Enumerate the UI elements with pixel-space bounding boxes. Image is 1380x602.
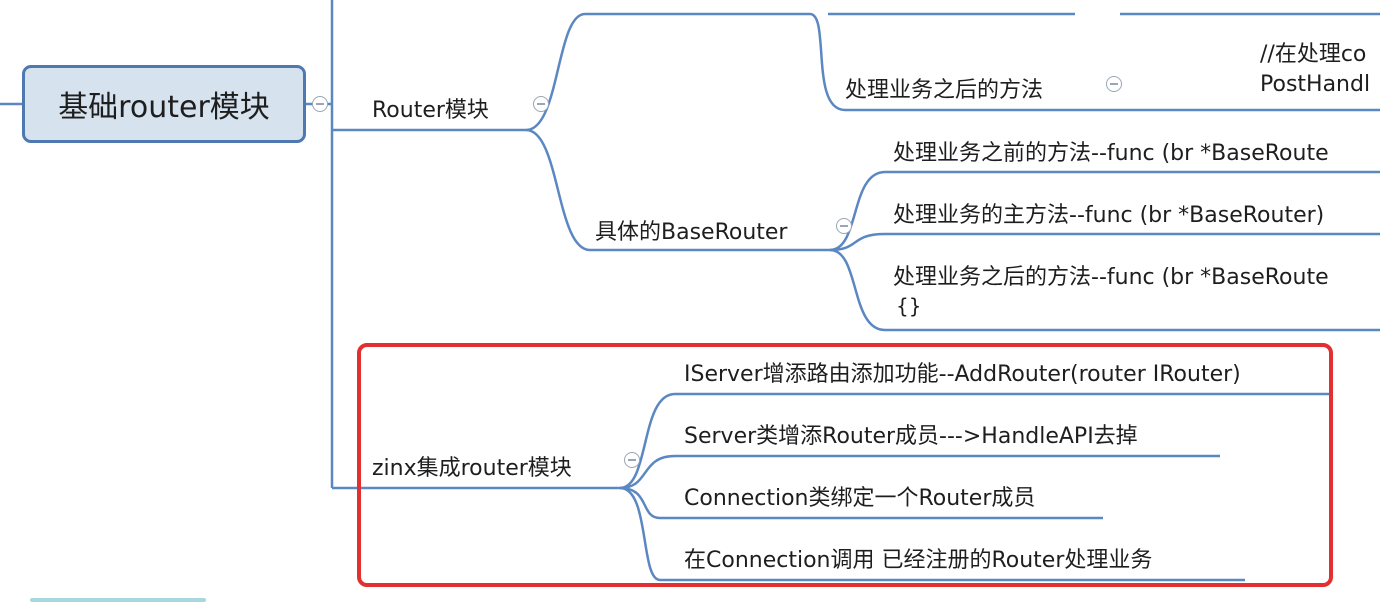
zinx-module-label[interactable]: zinx集成router模块 [372,456,572,481]
zinx-item-4[interactable]: 在Connection调用 已经注册的Router处理业务 [684,548,1153,573]
highlight-box [357,343,1333,587]
upper-branch-curve [780,12,846,112]
base-router-curve-1 [829,170,886,252]
base-router-item-1[interactable]: 处理业务之前的方法--func (br *BaseRoute [893,141,1329,166]
zinx-curve-1 [619,392,676,490]
router-module-label[interactable]: Router模块 [372,98,489,123]
root-collapse-icon[interactable] [312,96,328,112]
base-router-curve-3 [829,248,886,332]
zinx-item-2[interactable]: Server类增添Router成员--->HandleAPI去掉 [684,424,1138,449]
router-branch-curve [525,12,586,132]
base-router-collapse-icon[interactable] [836,218,852,234]
horizontal-scrollbar[interactable] [30,598,206,602]
base-router-label[interactable]: 具体的BaseRouter [595,220,788,245]
post-handle-comment-line2: PostHandl [1260,72,1371,97]
root-node[interactable]: 基础router模块 [22,65,306,143]
router-branch-curve-2 [525,128,591,252]
base-router-item-3[interactable]: 处理业务之后的方法--func (br *BaseRoute [893,265,1329,290]
zinx-item-1[interactable]: IServer增添路由添加功能--AddRouter(router IRoute… [684,362,1241,387]
base-router-item-3-line2: {} [896,294,922,318]
base-router-item-2[interactable]: 处理业务的主方法--func (br *BaseRouter) [893,203,1325,228]
zinx-curve-4 [619,486,661,582]
zinx-curve-3 [619,486,661,520]
zinx-module-collapse-icon[interactable] [624,452,640,468]
zinx-item-3[interactable]: Connection类绑定一个Router成员 [684,486,1036,511]
base-router-curve-2 [829,232,886,252]
root-label: 基础router模块 [58,90,270,125]
post-handle-label[interactable]: 处理业务之后的方法 [845,78,1044,103]
router-module-collapse-icon[interactable] [533,96,549,112]
post-handle-comment-line1: //在处理co [1260,42,1367,67]
post-handle-collapse-icon[interactable] [1106,76,1122,92]
zinx-curve-2 [619,454,676,490]
